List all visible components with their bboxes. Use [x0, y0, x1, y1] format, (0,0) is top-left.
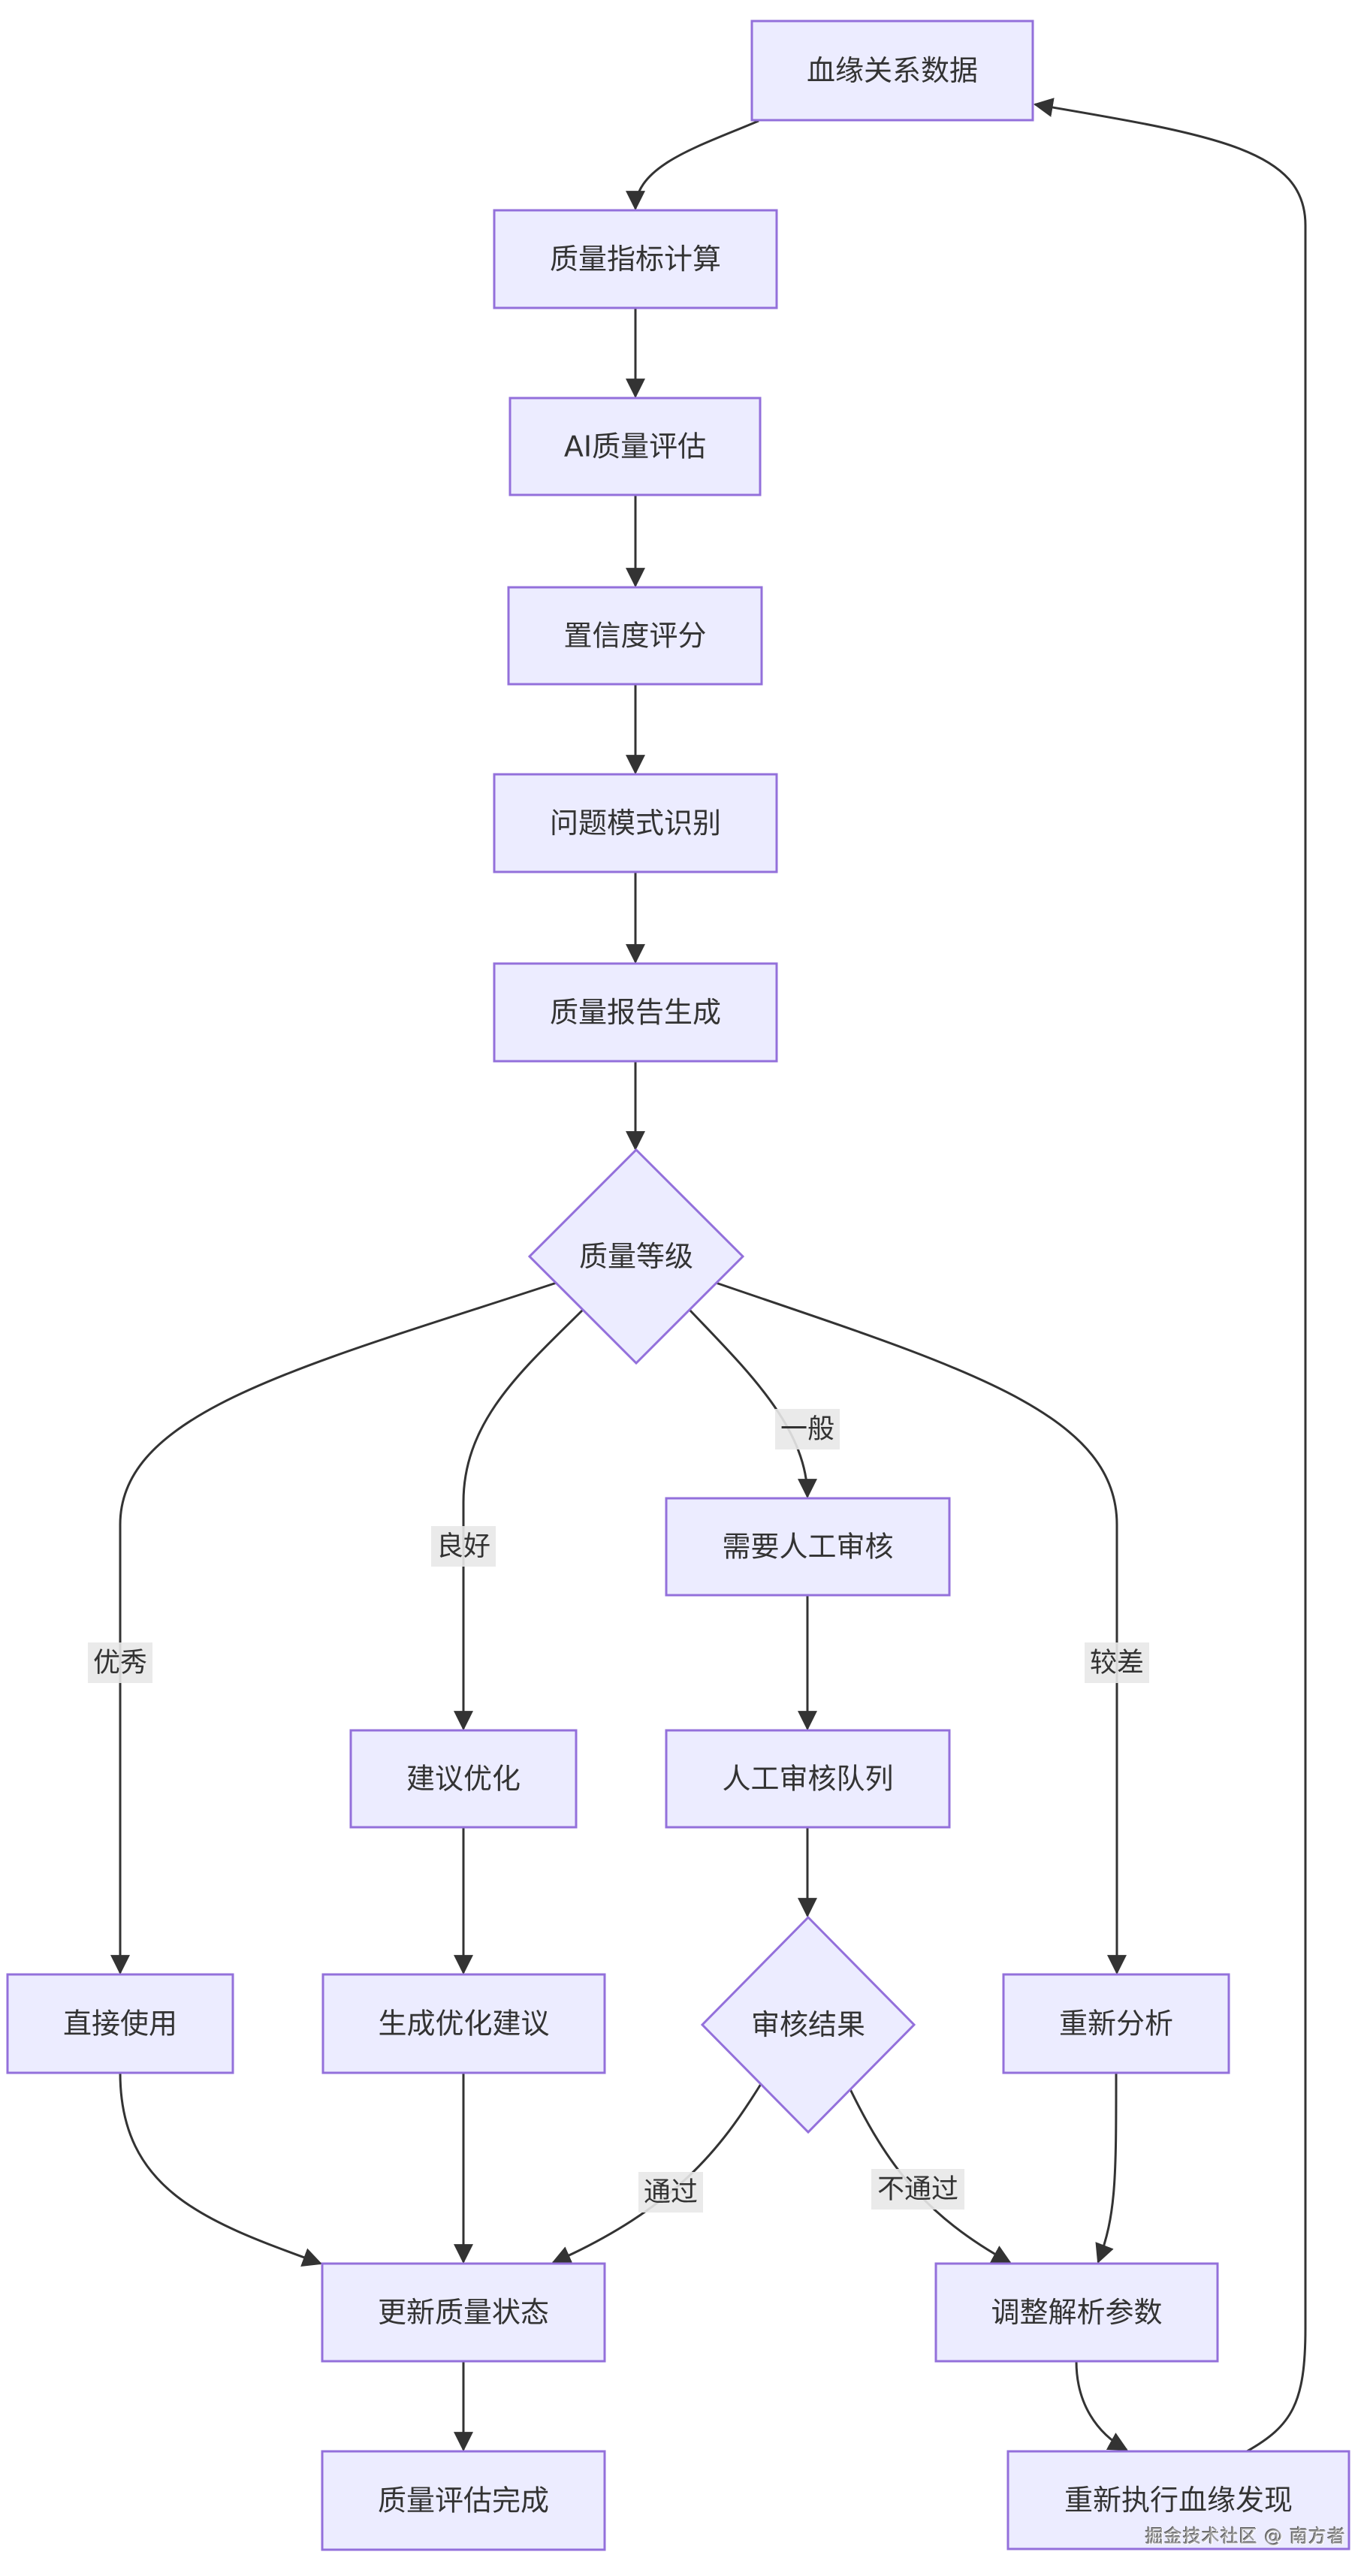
- node-label: 人工审核队列: [722, 1763, 893, 1796]
- edge-label-g-to-k: 较差: [1085, 1642, 1149, 1683]
- process-box: [1002, 1973, 1230, 2074]
- edge-label-text: 不通过: [877, 2174, 958, 2205]
- process-box: [665, 1497, 951, 1597]
- edge-g-to-i: [454, 1308, 584, 1731]
- node-e[interactable]: 问题模式识别: [493, 773, 778, 873]
- node-o[interactable]: 更新质量状态: [321, 2262, 606, 2363]
- node-label: 直接使用: [63, 2007, 177, 2041]
- node-f[interactable]: 质量报告生成: [493, 962, 778, 1063]
- process-box: [321, 2262, 606, 2363]
- node-label: 置信度评分: [563, 620, 706, 653]
- process-box: [321, 2450, 606, 2551]
- node-q[interactable]: 质量评估完成: [321, 2450, 606, 2551]
- edge-label-background: [1085, 1642, 1149, 1683]
- edge-label-g-to-j: 一般: [775, 1409, 840, 1449]
- edge-g-to-j: [688, 1308, 817, 1499]
- process-box: [6, 1973, 234, 2074]
- edge-label-text: 较差: [1090, 1648, 1144, 1679]
- node-label: 质量指标计算: [550, 243, 721, 276]
- edge-label-background: [638, 2172, 703, 2213]
- decision-diamond: [527, 1148, 745, 1365]
- process-box: [934, 2262, 1219, 2363]
- node-label: 需要人工审核: [722, 1531, 893, 1564]
- edge-g-to-h: [110, 1281, 557, 1975]
- node-i[interactable]: 建议优化: [349, 1729, 578, 1829]
- edge-label-n-to-p: 不通过: [871, 2169, 964, 2210]
- edge-label-g-to-h: 优秀: [88, 1642, 152, 1683]
- node-label: 重新分析: [1059, 2007, 1173, 2041]
- process-box: [750, 20, 1034, 122]
- edge-label-text: 优秀: [93, 1648, 147, 1679]
- edge-label-text: 通过: [644, 2177, 698, 2208]
- process-box: [321, 1973, 606, 2074]
- node-j[interactable]: 需要人工审核: [665, 1497, 951, 1597]
- node-label: 质量等级: [579, 1240, 693, 1273]
- node-p[interactable]: 调整解析参数: [934, 2262, 1219, 2363]
- process-box: [508, 397, 762, 496]
- node-label: 生成优化建议: [378, 2007, 549, 2041]
- node-n[interactable]: 审核结果: [700, 1915, 916, 2134]
- node-label: AI质量评估: [564, 430, 706, 463]
- edge-k-to-p: [1095, 2072, 1118, 2264]
- node-k[interactable]: 重新分析: [1002, 1973, 1230, 2074]
- process-box: [1006, 2450, 1350, 2550]
- node-label: 问题模式识别: [550, 807, 721, 840]
- edge-label-n-to-o: 通过: [638, 2172, 703, 2213]
- edges-layer: [110, 98, 1307, 2453]
- node-label: 质量报告生成: [550, 996, 721, 1029]
- node-label: 建议优化: [406, 1763, 521, 1796]
- process-box: [349, 1729, 578, 1829]
- node-label: 血缘关系数据: [807, 54, 978, 87]
- node-g[interactable]: 质量等级: [527, 1148, 745, 1365]
- node-l[interactable]: 生成优化建议: [321, 1973, 606, 2074]
- process-box: [493, 962, 778, 1063]
- edge-p-to-r: [1075, 2360, 1128, 2451]
- node-c[interactable]: AI质量评估: [508, 397, 762, 496]
- edge-h-to-o: [119, 2072, 323, 2267]
- edge-label-background: [88, 1642, 152, 1683]
- node-h[interactable]: 直接使用: [6, 1973, 234, 2074]
- process-box: [493, 209, 778, 309]
- edge-a-to-b: [626, 119, 759, 211]
- node-label: 更新质量状态: [378, 2296, 549, 2329]
- node-a[interactable]: 血缘关系数据: [750, 20, 1034, 122]
- process-box: [507, 586, 763, 686]
- decision-diamond: [700, 1915, 916, 2134]
- edge-r-to-a: [1033, 98, 1307, 2453]
- process-box: [665, 1729, 951, 1829]
- process-box: [493, 773, 778, 873]
- edge-label-background: [871, 2169, 964, 2210]
- edge-g-to-k: [715, 1281, 1127, 1975]
- node-d[interactable]: 置信度评分: [507, 586, 763, 686]
- watermark: 掘金技术社区 @ 南方者: [1145, 2526, 1346, 2547]
- node-r[interactable]: 重新执行血缘发现: [1006, 2450, 1350, 2550]
- node-label: 质量评估完成: [378, 2484, 549, 2517]
- edge-label-text: 良好: [436, 1531, 490, 1562]
- node-label: 重新执行血缘发现: [1064, 2484, 1293, 2517]
- edge-label-background: [775, 1409, 840, 1449]
- node-b[interactable]: 质量指标计算: [493, 209, 778, 309]
- node-label: 审核结果: [751, 2008, 865, 2041]
- node-label: 调整解析参数: [991, 2296, 1162, 2329]
- edge-label-text: 一般: [780, 1414, 834, 1445]
- node-m[interactable]: 人工审核队列: [665, 1729, 951, 1829]
- edge-label-background: [431, 1526, 496, 1567]
- edge-label-g-to-i: 良好: [431, 1526, 496, 1567]
